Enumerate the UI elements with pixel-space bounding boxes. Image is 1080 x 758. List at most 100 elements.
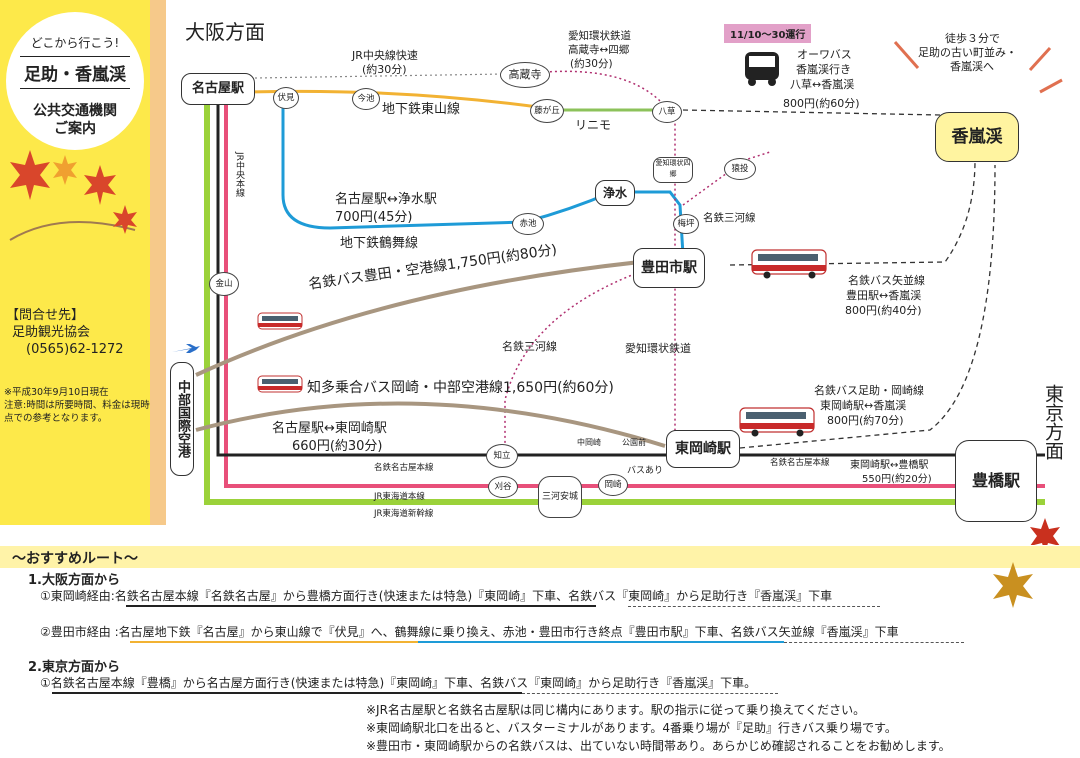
station-kanayama[interactable]: 金山 bbox=[209, 272, 239, 296]
mikawa-line-north bbox=[682, 151, 771, 206]
routes-section-title: 〜おすすめルート〜 bbox=[12, 551, 138, 567]
asuke-bus-path bbox=[739, 164, 996, 449]
label-toyohashi-section: 東岡崎駅↔豊橋駅 bbox=[850, 460, 929, 471]
aikan-line bbox=[524, 70, 676, 440]
underline-bus-dash-tokyo bbox=[522, 693, 778, 694]
label-asuke-section: 東岡崎駅↔香嵐渓 bbox=[820, 399, 907, 412]
chita-bus-line bbox=[195, 401, 666, 448]
routes-osaka-heading: 1.大阪方面から bbox=[28, 573, 120, 588]
station-kariya[interactable]: 刈谷 bbox=[488, 476, 518, 498]
station-yakusa[interactable]: 八草 bbox=[652, 101, 682, 123]
routes-osaka-route-2: ②豊田市経由 :名古屋地下鉄『名古屋』から東山線で『伏見』へ、鶴舞線に乗り換え、… bbox=[40, 625, 899, 639]
label-aikan: 愛知環状鉄道 bbox=[568, 30, 631, 42]
label-jr-chuo-rapid-time: (約30分) bbox=[362, 63, 407, 76]
station-sanage[interactable]: 猿投 bbox=[724, 158, 756, 180]
logo-badge: どこから行こう! 足助・香嵐渓 公共交通機関 ご案内 bbox=[6, 12, 144, 150]
station-higashiokazaki[interactable]: 東岡崎駅 bbox=[666, 430, 740, 468]
owa-bus-path bbox=[682, 109, 941, 116]
logo-subtitle: どこから行こう! bbox=[30, 36, 120, 50]
note-bus-terminal: ※東岡崎駅北口を出ると、バスターミナルがあります。4番乗り場が『足助』行きバス乗… bbox=[366, 721, 897, 735]
label-nagoya-josui: 名古屋駅↔浄水駅 bbox=[335, 192, 437, 207]
station-umetsubo[interactable]: 梅坪 bbox=[673, 214, 699, 234]
sidebar-note-caution: 注意:時間は所要時間、料金は現時点での参考となります。 bbox=[4, 400, 150, 424]
routes-header-bar bbox=[0, 546, 1080, 568]
logo-line-2: ご案内 bbox=[54, 121, 96, 137]
station-fushimi[interactable]: 伏見 bbox=[273, 87, 299, 109]
seasonal-badge: 11/10〜30運行 bbox=[724, 24, 812, 43]
maple-leaf-gold-icon bbox=[993, 562, 1033, 608]
label-walk-3: 香嵐渓へ bbox=[950, 60, 994, 73]
contact-organization: 足助観光協会 bbox=[12, 325, 91, 340]
label-nagoya-josui-fare: 700円(45分) bbox=[335, 210, 413, 225]
underline-higashiyama bbox=[130, 641, 418, 643]
label-owa-dest: 香嵐渓行き bbox=[796, 63, 851, 76]
label-toyohashi-fare: 550円(約20分) bbox=[862, 474, 932, 485]
label-yanami-line: 名鉄バス矢並線 bbox=[848, 274, 925, 287]
label-higashiyama: 地下鉄東山線 bbox=[382, 102, 461, 117]
label-walk-1: 徒歩３分で bbox=[945, 32, 1000, 45]
station-toyotashi[interactable]: 豊田市駅 bbox=[633, 248, 705, 288]
station-nakaokazaki: 中岡崎 bbox=[577, 438, 601, 447]
label-chita-bus: 知多乗合バス岡崎・中部空港線1,650円(約60分) bbox=[307, 380, 614, 396]
underline-meitetsu-tokyo bbox=[52, 692, 522, 694]
station-shinoyakusa[interactable]: 愛知環状四郷 bbox=[653, 157, 693, 183]
station-nagoya[interactable]: 名古屋駅 bbox=[181, 73, 255, 105]
label-jr-chuo-rapid: JR中央線快速 bbox=[352, 49, 418, 62]
label-owa-bus: オーワバス bbox=[797, 48, 852, 61]
label-yanami-section: 豊田駅↔香嵐渓 bbox=[846, 289, 922, 302]
label-meitetsu-mikawa: 名鉄三河線 bbox=[502, 340, 557, 353]
label-aikan-section: 高蔵寺↔四郷 bbox=[568, 44, 630, 56]
underline-meitetsu bbox=[126, 605, 596, 607]
logo-line-1: 公共交通機関 bbox=[33, 103, 117, 119]
label-jr-shinkansen: JR東海道新幹線 bbox=[374, 509, 434, 519]
label-owa-section: 八草↔香嵐渓 bbox=[790, 78, 855, 91]
station-toyohashi[interactable]: 豊橋駅 bbox=[955, 440, 1037, 522]
station-imaike[interactable]: 今池 bbox=[352, 88, 380, 110]
station-akaike[interactable]: 赤池 bbox=[512, 213, 544, 235]
contact-heading: 【問合せ先】 bbox=[6, 308, 85, 323]
station-chiryu[interactable]: 知立 bbox=[486, 444, 518, 468]
station-okazaki[interactable]: 岡崎 bbox=[598, 474, 628, 496]
tokyo-direction-label: 東京方面 bbox=[1042, 384, 1064, 460]
airport-bus-line bbox=[195, 260, 641, 377]
label-linimo: リニモ bbox=[575, 118, 612, 132]
contact-block: 【問合せ先】 足助観光協会 (0565)62-1272 bbox=[6, 307, 124, 358]
label-jr-chuo-vertical: JR中央本線 bbox=[234, 152, 244, 197]
meitetsu-bus-illustration bbox=[751, 249, 827, 279]
note-jr-meitetsu: ※JR名古屋駅と名鉄名古屋駅は同じ構内にあります。駅の指示に従って乗り換えてくだ… bbox=[366, 703, 866, 717]
meitetsu-pink-line bbox=[224, 100, 1045, 488]
underline-tsurumai bbox=[418, 641, 784, 643]
label-nagoya-higashiokazaki-fare: 660円(約30分) bbox=[292, 439, 383, 454]
label-meitetsu-mikawa-north: 名鉄三河線 bbox=[703, 212, 756, 224]
label-owa-fare: 800円(約60分) bbox=[783, 97, 860, 110]
label-asuke-line: 名鉄バス足助・岡崎線 bbox=[814, 384, 924, 397]
destination-korankei[interactable]: 香嵐渓 bbox=[935, 112, 1019, 162]
label-aikan-time: (約30分) bbox=[570, 58, 613, 70]
routes-tokyo-route-1: ①名鉄名古屋本線『豊橋』から名古屋方面行き(快速または特急)『東岡崎』下車、名鉄… bbox=[40, 676, 757, 690]
station-fujigaoka[interactable]: 藤が丘 bbox=[530, 99, 564, 123]
label-asuke-fare: 800円(約70分) bbox=[827, 414, 904, 427]
station-mikawaanjo[interactable]: 三河安城 bbox=[538, 476, 582, 518]
meitetsu-nagoya-line bbox=[216, 100, 1045, 457]
station-koenmae: 公園前 bbox=[622, 438, 646, 447]
label-jr-tokaido: JR東海道本線 bbox=[374, 492, 425, 502]
station-kozoji[interactable]: 高蔵寺 bbox=[500, 62, 550, 88]
walk-arrows-icon bbox=[893, 41, 1063, 94]
label-tsurumai: 地下鉄鶴舞線 bbox=[340, 236, 419, 251]
label-yanami-fare: 800円(約40分) bbox=[845, 304, 922, 317]
station-chubu-airport[interactable]: 中部国際空港 bbox=[170, 362, 194, 476]
bus-icon bbox=[745, 52, 779, 86]
maple-leaf-decoration bbox=[1030, 518, 1060, 545]
airplane-icon bbox=[172, 344, 200, 353]
routes-osaka-route-1: ①東岡崎経由:名鉄名古屋本線『名鉄名古屋』から豊橋方面行き(快速または特急)『東… bbox=[40, 589, 833, 603]
underline-yanami-dash bbox=[784, 642, 964, 643]
station-josui[interactable]: 浄水 bbox=[595, 180, 635, 206]
routes-tokyo-heading: 2.東京方面から bbox=[28, 660, 120, 675]
underline-bus-dash bbox=[628, 606, 880, 607]
logo-title: 足助・香嵐渓 bbox=[20, 56, 130, 89]
airport-bus-illustration bbox=[257, 312, 303, 330]
contact-phone[interactable]: (0565)62-1272 bbox=[26, 342, 124, 357]
sidebar-note-date: ※平成30年9月10日現在 bbox=[4, 387, 109, 398]
sidebar-note: ※平成30年9月10日現在 注意:時間は所要時間、料金は現時点での参考となります… bbox=[4, 386, 152, 425]
jr-line bbox=[204, 95, 1045, 505]
